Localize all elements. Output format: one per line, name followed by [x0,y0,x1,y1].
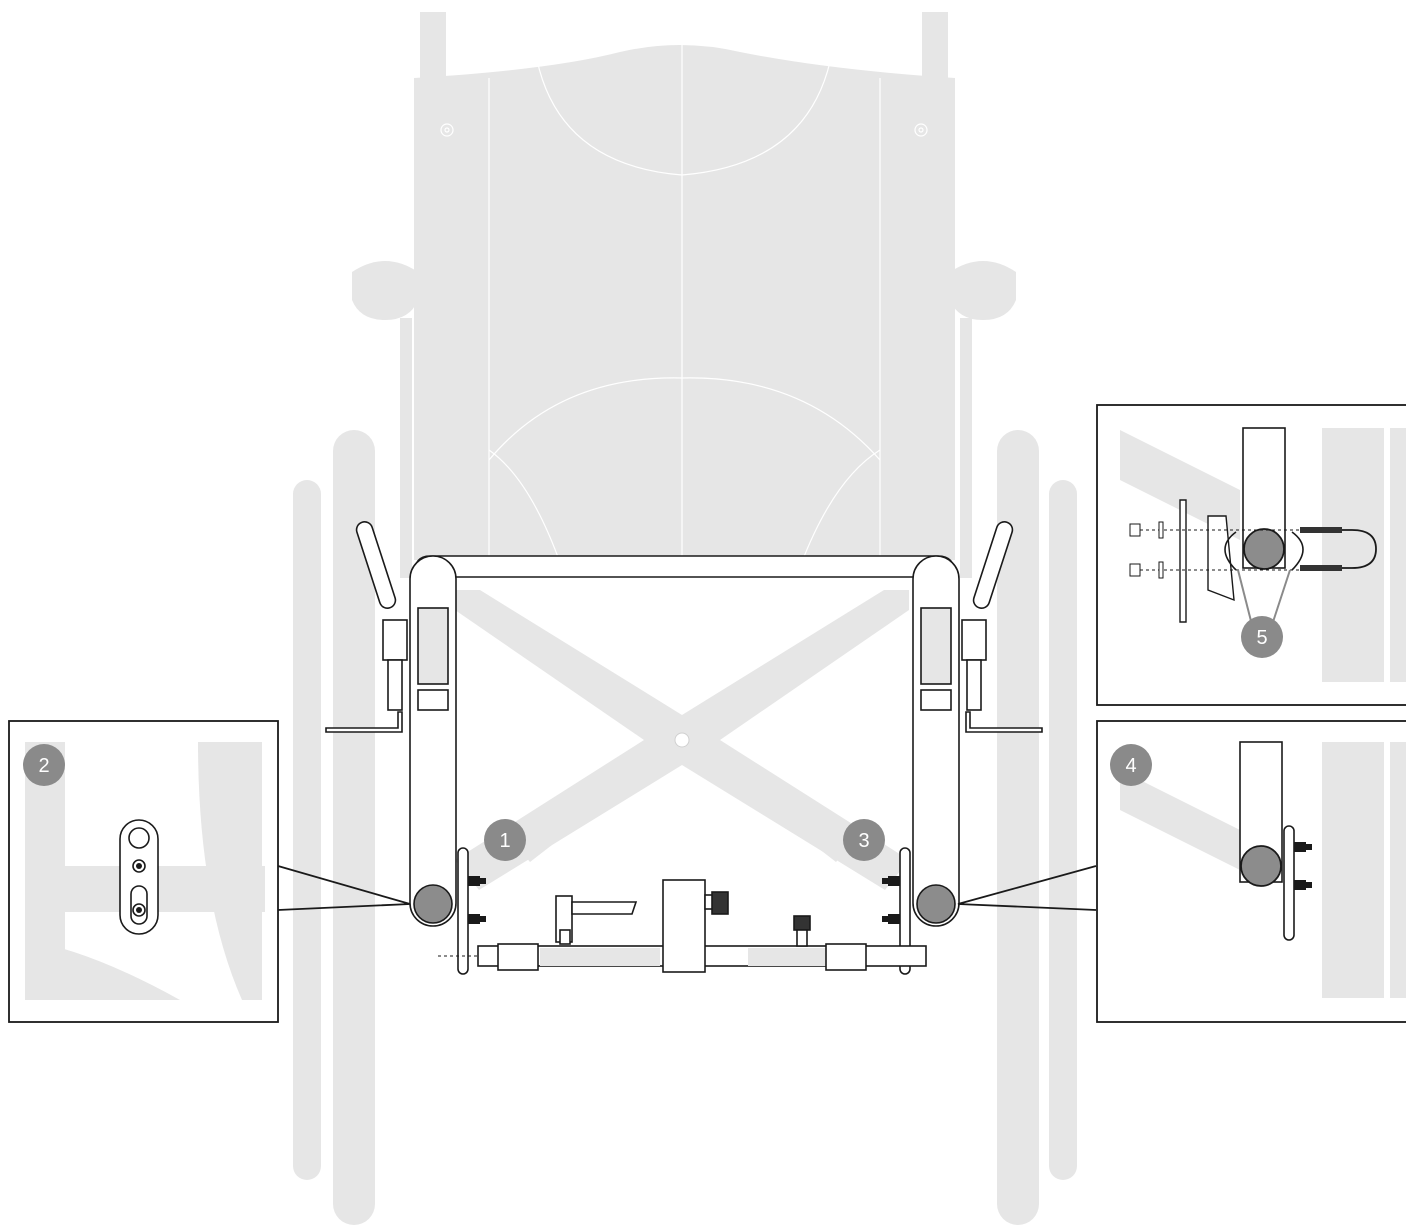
adjustment-knob-left [711,891,729,915]
right-mounting-plate [899,847,911,975]
svg-text:1: 1 [499,830,510,852]
callout-5: 5 [1241,616,1283,658]
bolts [468,876,900,924]
left-side-bar [293,480,321,1180]
left-brake-lever [355,521,397,609]
callout-3: 3 [843,819,885,861]
svg-text:2: 2 [38,755,49,777]
detail-panel-top-right [1096,404,1406,706]
adjustment-knob-right [793,915,811,931]
right-armrest-grip [950,261,1016,320]
svg-text:4: 4 [1125,755,1136,777]
frame-outline [325,521,1043,975]
left-hub [413,884,453,924]
wheelchair-ghost [293,12,1077,1225]
detail-hub [1243,528,1285,570]
seat-rail [413,555,956,578]
callout-1: 1 [484,819,526,861]
svg-text:5: 5 [1256,627,1267,649]
callout-4: 4 [1110,744,1152,786]
callout-2: 2 [23,744,65,786]
right-side-bar [1049,480,1077,1180]
detail-hub-lower [1240,845,1282,887]
left-armrest-grip [352,261,418,320]
center-clamp [662,879,706,973]
right-rear-wheel [997,430,1039,1225]
left-rear-wheel [333,430,375,1225]
backrest [414,45,955,560]
svg-text:3: 3 [858,830,869,852]
leader-lines [277,865,1097,911]
right-hub [916,884,956,924]
left-mounting-plate [457,847,469,975]
adjustment-slot-plate [119,819,159,935]
right-brake-lever [972,521,1014,609]
detail-panel-left [8,720,279,1023]
